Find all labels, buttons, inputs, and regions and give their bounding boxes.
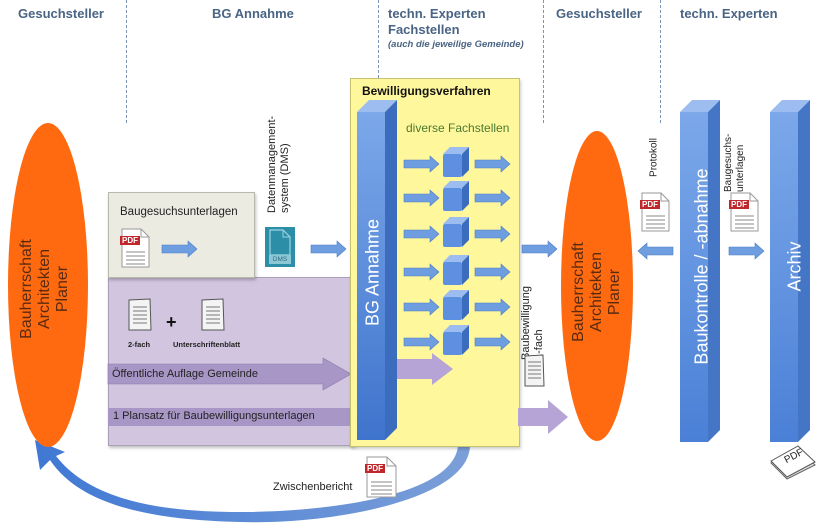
agency-cube-icon [443,255,469,285]
agency-in-arrow-icon [403,189,440,207]
header-gesuchsteller-right: Gesuchsteller [556,6,642,21]
pdf-document-icon: PDF [120,228,150,268]
flow-arrow-icon [521,240,558,258]
copies-label: 2-fach [128,340,151,349]
agency-out-arrow-icon [474,155,511,173]
dms-badge: DMS [269,255,291,264]
plus-sign: + [166,312,177,332]
applicant-line: Architekten [588,251,605,333]
dms-label: Datenmanagement- system (DMS) [266,103,292,213]
signature-sheet-icon [201,298,225,331]
dms-label-line: Datenmanagement- [266,115,278,213]
column-divider [660,0,661,123]
column-divider [543,0,544,123]
agency-cube-icon [443,290,469,320]
paper-document-icon [128,298,152,331]
applicant-line: Planer [54,265,71,313]
applicant-line: Bauherrschaft [18,239,35,339]
interim-pdf-icon: PDF [365,456,397,498]
applicant-label-right: Bauherrschaft Architekten Planer [570,182,624,402]
agencies-label: diverse Fachstellen [406,121,510,135]
procedure-title: Bewilligungsverfahren [362,84,491,98]
plan-set-label: 1 Plansatz für Baubewilligungsunterlagen [113,410,315,422]
archive-docs-line: unterlagen [735,144,746,192]
interim-report-label: Zwischenbericht [273,481,353,493]
plan-set-band [108,408,353,426]
permit-document-icon [524,354,545,387]
agency-out-arrow-icon [474,225,511,243]
pdf-badge: PDF [365,464,385,473]
protocol-label: Protokoll [648,138,660,177]
public-display-label: Öffentliche Auflage Gemeinde [112,368,258,380]
flow-arrow-icon [161,240,198,258]
agency-in-arrow-icon [403,263,440,281]
archive-docs-line: Baugesuchs- [723,133,734,192]
applicant-line: Bauherrschaft [570,242,587,342]
agency-in-arrow-icon [403,298,440,316]
agency-in-arrow-icon [403,333,440,351]
agency-out-arrow-icon [474,298,511,316]
flow-arrow-icon [310,240,347,258]
applicant-label-left: Bauherrschaft Architekten Planer [18,179,72,399]
public-display-arrow-continued [395,353,453,385]
archive-bar-label: Archiv [784,241,805,292]
agency-out-arrow-icon [474,333,511,351]
flow-arrow-icon-left [637,242,674,260]
intake-bar [357,100,397,440]
inspection-bar-label: Baukontrolle / -abnahme [691,168,712,365]
column-divider [378,0,379,78]
header-fachstellen-line: Fachstellen [388,22,460,37]
header-bg-annahme: BG Annahme [212,6,294,21]
signature-sheet-label: Unterschriftenblatt [173,340,241,349]
archive-docs-label: Baugesuchs- unterlagen [723,122,747,192]
header-gesuchsteller-left: Gesuchsteller [18,6,104,21]
archive-pdf-stack-icon [770,445,816,480]
agency-out-arrow-icon [474,189,511,207]
documents-label: Baugesuchsunterlagen [120,206,238,218]
intake-bar-label: BG Annahme [362,218,383,327]
archive-docs-pdf-icon: PDF [729,192,759,232]
applicant-line: Planer [606,268,623,316]
agency-in-arrow-icon [403,155,440,173]
pdf-badge: PDF [120,236,140,245]
column-divider [126,0,127,123]
inspection-bar [680,100,720,442]
applicant-ellipse-right [561,131,633,441]
public-display-arrow [107,357,352,391]
agency-in-arrow-icon [403,225,440,243]
permit-label-line: 1-fach [533,329,545,360]
protocol-pdf-icon: PDF [640,192,670,232]
agency-cube-icon [443,181,469,211]
permit-label-line: Baubewilligung [520,286,532,360]
agency-cube-icon [443,147,469,177]
dms-label-line: system (DMS) [279,143,291,213]
plan-set-arrow-to-applicant [518,400,568,434]
header-techn-experten-fachstellen: techn. Experten [388,6,486,21]
agency-cube-icon [443,325,469,355]
applicant-line: Architekten [36,248,53,330]
flow-arrow-icon [728,242,765,260]
header-gemeinde-note: (auch die jeweilige Gemeinde) [388,39,524,50]
dms-icon: DMS [265,227,295,267]
pdf-badge: PDF [640,200,660,209]
header-techn-experten-right: techn. Experten [680,6,778,21]
applicant-ellipse-left [8,123,88,447]
agency-cube-icon [443,217,469,247]
agency-out-arrow-icon [474,263,511,281]
pdf-badge: PDF [729,200,749,209]
archive-bar [770,100,810,442]
permit-label: Baubewilligung 1-fach [520,270,546,360]
